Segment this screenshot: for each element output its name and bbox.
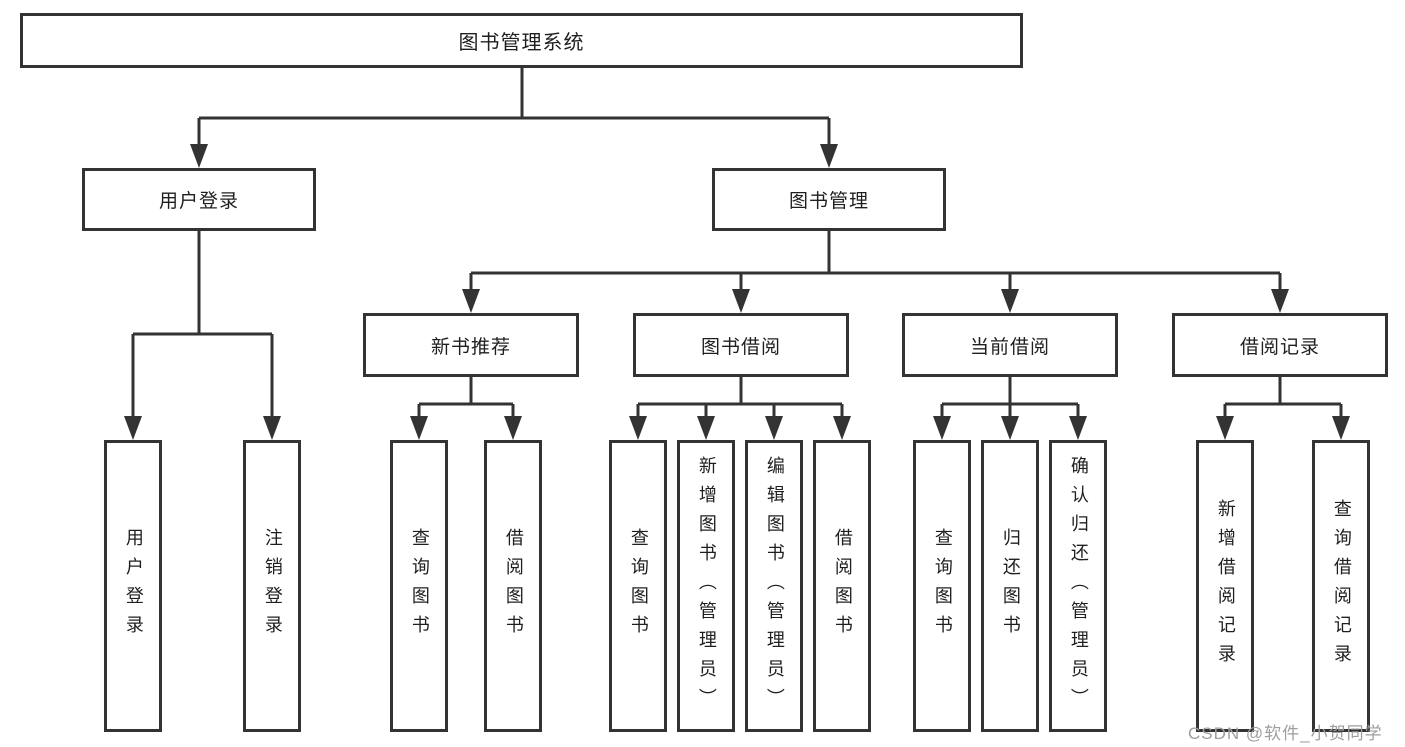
leaf-edit-book-admin: 编辑图书（管理员） (745, 440, 803, 732)
node-root: 图书管理系统 (20, 13, 1023, 68)
leaf-borrow-books: 借阅图书 (813, 440, 871, 732)
leaf-add-borrow-record: 新增借阅记录 (1196, 440, 1254, 732)
leaf-confirm-return-admin-label: 确认归还（管理员） (1068, 455, 1089, 717)
node-borrow-records: 借阅记录 (1172, 313, 1388, 377)
node-user-login: 用户登录 (82, 168, 316, 231)
leaf-logout-label: 注销登录 (262, 528, 283, 644)
node-book-management: 图书管理 (712, 168, 946, 231)
leaf-user-login: 用户登录 (104, 440, 162, 732)
node-borrow-records-label: 借阅记录 (1239, 336, 1320, 358)
leaf-query-books-current: 查询图书 (913, 440, 971, 732)
node-book-borrow-label: 图书借阅 (700, 336, 781, 358)
node-current-borrow: 当前借阅 (902, 313, 1118, 377)
leaf-query-books-borrow-label: 查询图书 (628, 528, 649, 644)
leaf-add-borrow-record-label: 新增借阅记录 (1215, 499, 1236, 673)
watermark: CSDN @软件_小贺同学 (1188, 724, 1383, 743)
leaf-logout: 注销登录 (243, 440, 301, 732)
node-new-book-recommend: 新书推荐 (363, 313, 579, 377)
leaf-borrow-books-recommend-label: 借阅图书 (503, 528, 524, 644)
leaf-return-book-label: 归还图书 (1000, 528, 1021, 644)
leaf-user-login-label: 用户登录 (123, 528, 144, 644)
leaf-return-book: 归还图书 (981, 440, 1039, 732)
leaf-query-books-recommend-label: 查询图书 (409, 528, 430, 644)
leaf-borrow-books-label: 借阅图书 (832, 528, 853, 644)
leaf-borrow-books-recommend: 借阅图书 (484, 440, 542, 732)
leaf-query-books-recommend: 查询图书 (390, 440, 448, 732)
leaf-edit-book-admin-label: 编辑图书（管理员） (764, 455, 785, 717)
node-book-management-label: 图书管理 (788, 191, 869, 212)
node-new-book-recommend-label: 新书推荐 (430, 336, 511, 358)
leaf-query-borrow-record-label: 查询借阅记录 (1331, 499, 1352, 673)
leaf-query-borrow-record: 查询借阅记录 (1312, 440, 1370, 732)
node-current-borrow-label: 当前借阅 (969, 336, 1050, 358)
leaf-query-books-borrow: 查询图书 (609, 440, 667, 732)
leaf-query-books-current-label: 查询图书 (932, 528, 953, 644)
node-root-label: 图书管理系统 (458, 32, 585, 54)
node-book-borrow: 图书借阅 (633, 313, 849, 377)
leaf-add-book-admin: 新增图书（管理员） (677, 440, 735, 732)
leaf-add-book-admin-label: 新增图书（管理员） (696, 455, 717, 717)
leaf-confirm-return-admin: 确认归还（管理员） (1049, 440, 1107, 732)
node-user-login-label: 用户登录 (158, 191, 239, 212)
